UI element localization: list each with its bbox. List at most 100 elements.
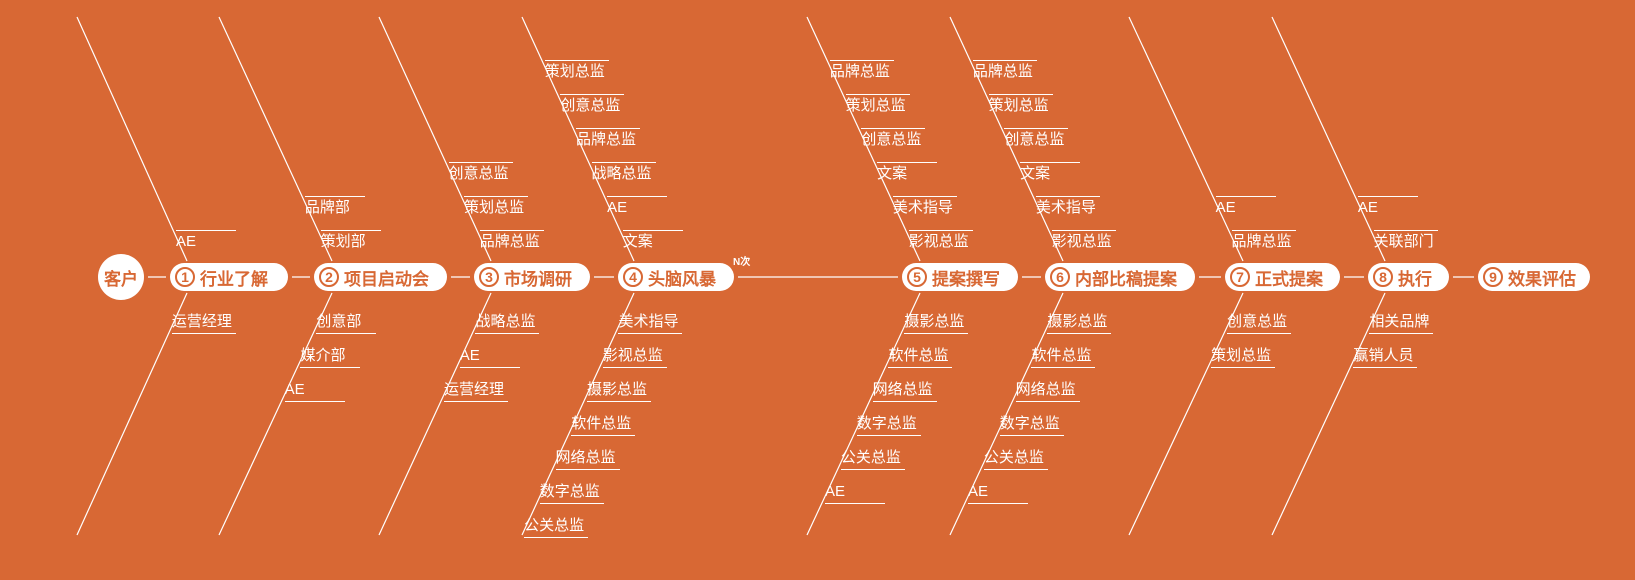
bone-bottom-step-8: [1271, 292, 1386, 536]
step-label: 内部比稿提案: [1075, 269, 1177, 289]
step-label: 效果评估: [1508, 269, 1576, 289]
label-underline: [479, 230, 544, 231]
bone-top-step-5: [806, 16, 921, 262]
label-underline: [300, 367, 361, 368]
label-underline: [1051, 230, 1116, 231]
label-underline: [316, 333, 377, 334]
label-underline: [464, 196, 529, 197]
label-underline: [475, 333, 540, 334]
label-underline: [304, 196, 365, 197]
bone-label: AE: [1215, 199, 1236, 216]
label-underline: [972, 60, 1037, 61]
bone-label: 美术指导: [618, 313, 679, 330]
bone-bottom-step-2: [218, 292, 333, 536]
bone-label: AE: [824, 483, 845, 500]
bone-label: 数字总监: [856, 415, 917, 432]
bone-label: 软件总监: [888, 347, 949, 364]
label-underline: [284, 401, 345, 402]
label-underline: [1227, 333, 1292, 334]
bone-label: 影视总监: [908, 233, 969, 250]
label-underline: [840, 469, 905, 470]
step-number-badge: 2: [319, 267, 339, 287]
bone-label: 策划总监: [1211, 347, 1272, 364]
repeat-tag: N次: [733, 257, 751, 268]
bone-label: 摄影总监: [587, 381, 648, 398]
label-underline: [459, 367, 520, 368]
label-underline: [861, 128, 926, 129]
bone-label: 公关总监: [524, 517, 585, 534]
label-underline: [444, 401, 509, 402]
label-underline: [1020, 162, 1081, 163]
bone-label: 创意总监: [560, 97, 621, 114]
bone-label: 品牌总监: [829, 63, 890, 80]
bone-label: 数字总监: [999, 415, 1060, 432]
bone-label: AE: [459, 347, 480, 364]
label-underline: [571, 435, 636, 436]
bone-label: 创意总监: [861, 131, 922, 148]
label-underline: [856, 435, 921, 436]
bone-label: 文案: [1020, 165, 1051, 182]
bone-bottom-step-5: [806, 292, 921, 536]
bone-top-step-1: [76, 16, 188, 262]
bone-bottom-step-1: [76, 292, 188, 536]
label-underline: [587, 401, 652, 402]
bone-label: 策划总监: [988, 97, 1049, 114]
step-number-badge: 8: [1373, 267, 1393, 287]
label-underline: [1231, 230, 1296, 231]
bone-label: 网络总监: [555, 449, 616, 466]
bone-label: 关联部门: [1373, 233, 1434, 250]
label-underline: [575, 128, 640, 129]
step-number-badge: 6: [1050, 267, 1070, 287]
step-label: 项目启动会: [344, 269, 429, 289]
bone-top-step-8: [1271, 16, 1386, 262]
bone-label: 媒介部: [300, 347, 346, 364]
step-number-badge: 5: [907, 267, 927, 287]
label-underline: [1004, 128, 1069, 129]
label-underline: [524, 537, 589, 538]
step-number-badge: 7: [1230, 267, 1250, 287]
label-underline: [892, 196, 957, 197]
label-underline: [908, 230, 973, 231]
label-underline: [1035, 196, 1100, 197]
step-number-badge: 1: [175, 267, 195, 287]
bone-label: 网络总监: [872, 381, 933, 398]
bone-label: 软件总监: [1031, 347, 1092, 364]
step-label: 行业了解: [200, 269, 268, 289]
bone-bottom-step-3: [378, 292, 492, 536]
bone-label: 品牌总监: [1231, 233, 1292, 250]
bone-label: 品牌部: [304, 199, 350, 216]
bone-label: 策划总监: [845, 97, 906, 114]
bone-top-step-7: [1128, 16, 1244, 262]
bone-label: 数字总监: [539, 483, 600, 500]
step-number-badge: 9: [1483, 267, 1503, 287]
label-underline: [845, 94, 910, 95]
step-label: 提案撰写: [932, 269, 1000, 289]
bone-label: 策划总监: [464, 199, 525, 216]
bone-label: 创意总监: [1227, 313, 1288, 330]
label-underline: [999, 435, 1064, 436]
label-underline: [591, 162, 656, 163]
start-node-customer: 客户: [98, 254, 144, 300]
bone-label: 相关品牌: [1369, 313, 1430, 330]
label-underline: [607, 196, 668, 197]
bone-label: 美术指导: [892, 199, 953, 216]
label-underline: [967, 503, 1028, 504]
label-underline: [539, 503, 604, 504]
bone-label: 战略总监: [475, 313, 536, 330]
bone-label: AE: [1357, 199, 1378, 216]
label-underline: [555, 469, 620, 470]
bone-label: 品牌总监: [479, 233, 540, 250]
label-underline: [877, 162, 938, 163]
label-underline: [888, 367, 953, 368]
step-label: 市场调研: [504, 269, 572, 289]
label-underline: [1373, 230, 1438, 231]
bone-label: 运营经理: [171, 313, 232, 330]
